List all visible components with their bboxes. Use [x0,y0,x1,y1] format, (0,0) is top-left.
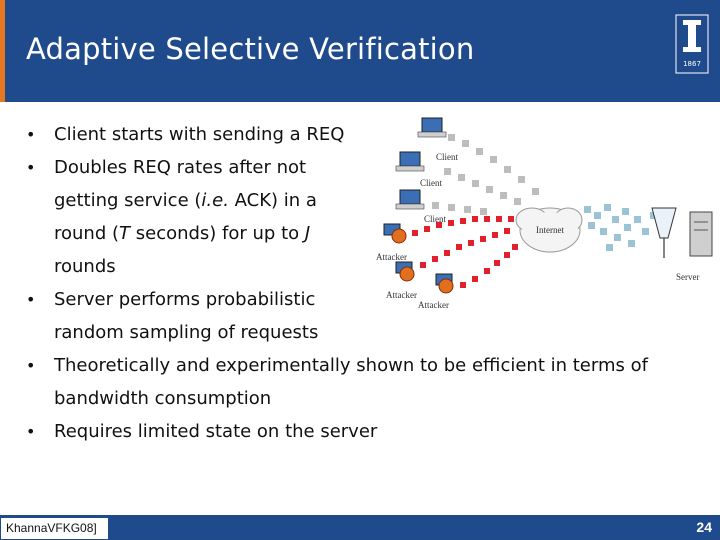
university-logo-icon: 1867 [675,14,709,74]
client-computer-icon [395,189,425,210]
network-diagram: Client Client Client Attacker Attacker A… [376,117,713,310]
bullet-item: • Server performs probabilistic random s… [24,283,364,349]
bullet-dot-icon: • [26,125,36,144]
bullet-item: • Requires limited state on the server [24,415,714,448]
header-accent-stripe [0,0,5,102]
bullet-item: • Client starts with sending a REQ [24,118,714,151]
bullet-text: Theoretically and experimentally shown t… [54,355,648,409]
internet-label: Internet [536,225,564,235]
filter-funnel-icon [651,207,677,258]
footer-bar [0,515,720,540]
internet-cloud-icon [515,207,583,253]
attack-request-stream [412,216,518,288]
bullet-text: Doubles REQ rates after not getting serv… [54,157,317,277]
footer-citation: KhannaVFKG08] [6,521,97,535]
page-number: 24 [696,519,712,535]
client-label: Client [436,152,458,162]
logo-year: 1867 [683,60,701,68]
attacker-label: Attacker [386,290,417,300]
client-label: Client [424,214,446,224]
bullet-list: • Client starts with sending a REQ • Dou… [24,118,714,448]
client-request-stream [432,134,539,215]
bullet-dot-icon: • [26,290,36,309]
bullet-dot-icon: • [26,422,36,441]
attacker-label: Attacker [376,252,407,262]
slide-header [0,0,720,102]
slide-title: Adaptive Selective Verification [26,32,475,66]
attacker-label: Attacker [418,300,449,310]
bullet-item: • Doubles REQ rates after not getting se… [24,151,364,283]
bullet-dot-icon: • [26,158,36,177]
bullet-dot-icon: • [26,356,36,375]
server-label: Server [676,272,700,282]
bullet-text: Server performs probabilistic random sam… [54,289,319,343]
request-queue [584,204,657,251]
client-computer-icon [395,151,425,172]
attacker-computer-icon [395,261,415,282]
bullet-item: • Theoretically and experimentally shown… [24,349,714,415]
client-label: Client [420,178,442,188]
server-icon [689,211,713,257]
attacker-computer-icon [435,273,454,294]
bullet-text: Client starts with sending a REQ [54,124,345,145]
bullet-text: Requires limited state on the server [54,421,378,442]
client-computer-icon [417,117,447,138]
attacker-computer-icon [383,223,407,244]
